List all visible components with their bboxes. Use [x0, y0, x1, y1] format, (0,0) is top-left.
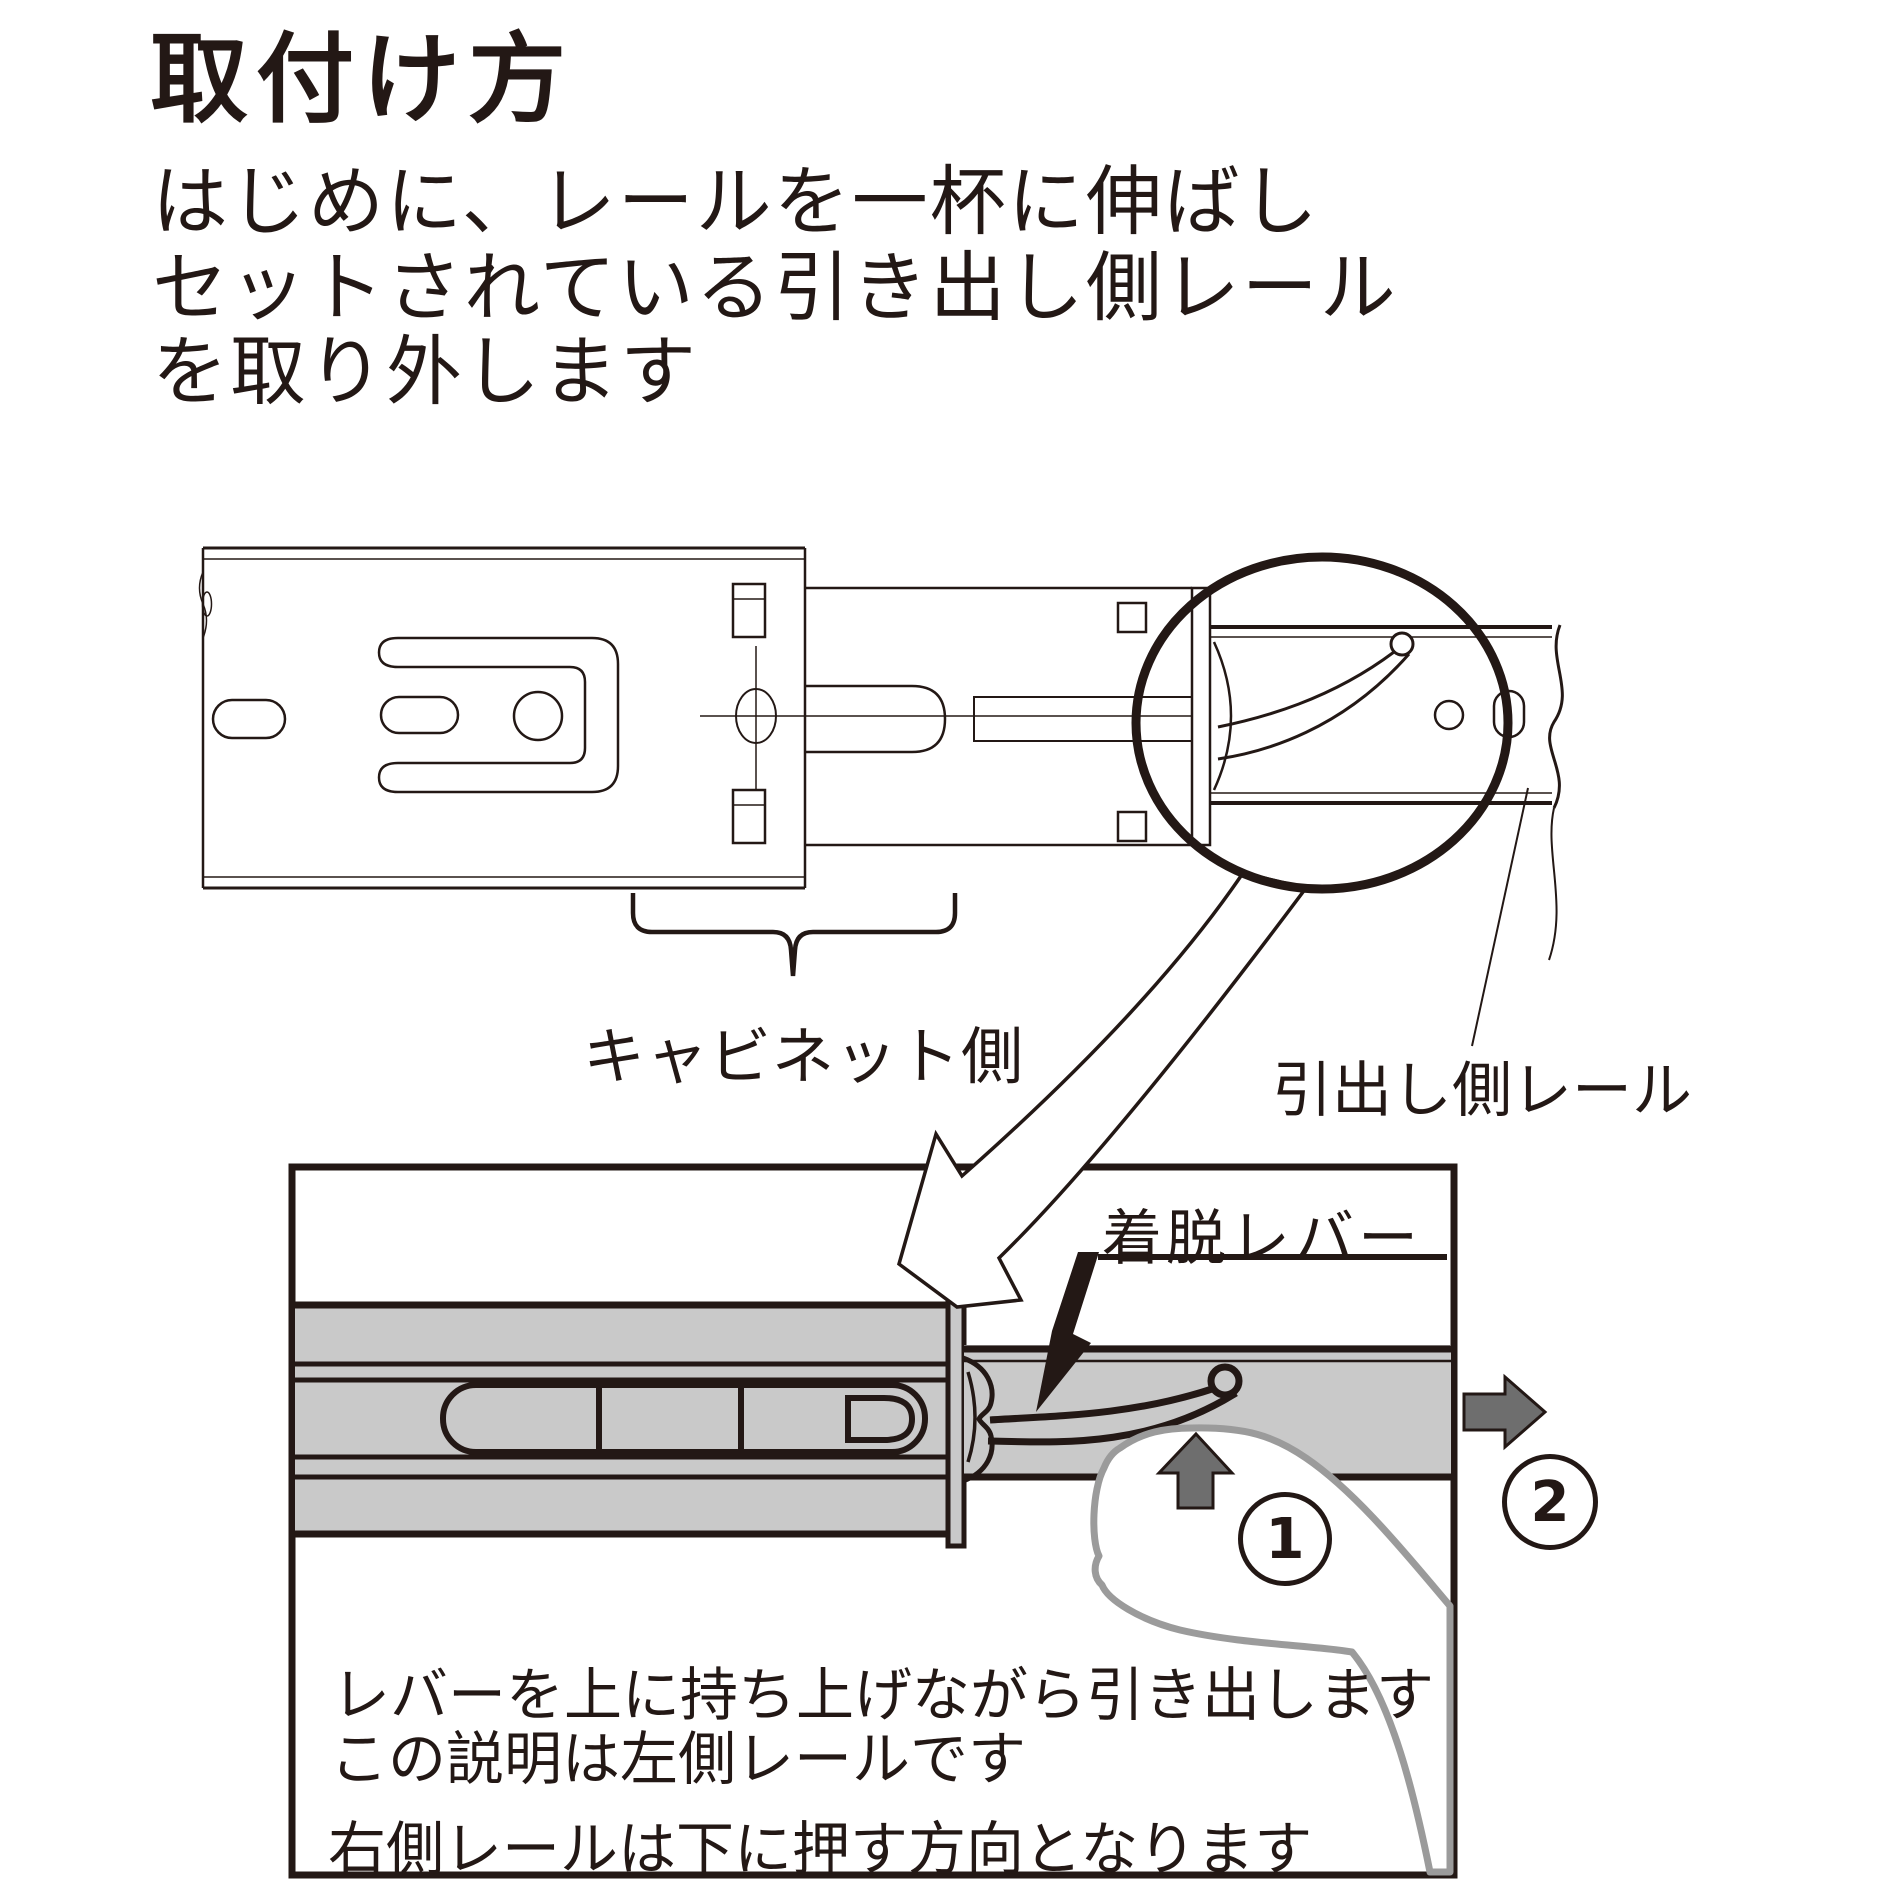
brace — [630, 893, 958, 977]
magnifier-circle — [1131, 552, 1513, 894]
step-2-badge: 2 — [1502, 1454, 1598, 1550]
callout-arrow — [896, 871, 1309, 1309]
drawer-rail-label: 引出し側レール — [1272, 1056, 1692, 1126]
page-title: 取付け方 — [150, 23, 575, 137]
detail-box — [288, 1163, 1458, 1879]
intro-line-2: セットされている引き出し側レール — [152, 243, 1398, 332]
drawer-rail — [1210, 624, 1564, 961]
detail-cabinet-rail — [295, 1289, 967, 1549]
intro-line-1: はじめに、レールを一杯に伸ばし — [152, 157, 1320, 246]
detail-lever — [987, 1363, 1243, 1446]
intro-line-3: を取り外します — [152, 327, 698, 416]
lever-label: 着脱レバー — [1102, 1204, 1422, 1274]
drawer-label-leader — [1471, 787, 1529, 1047]
note-line-2: この説明は左側レールです — [330, 1725, 1027, 1793]
note-line-3: 右側レールは下に押す方向となります — [328, 1815, 1313, 1883]
pull-arrow — [1462, 1373, 1548, 1451]
lever-pointer-arrow — [1036, 1252, 1099, 1412]
cabinet-rail — [198, 546, 1205, 890]
hand — [1090, 1424, 1454, 1876]
cabinet-side-label: キャビネット側 — [583, 1020, 1025, 1093]
lever — [1212, 631, 1415, 791]
lift-arrow — [1155, 1431, 1236, 1510]
note-line-1: レバーを上に持ち上げながら引き出します — [332, 1661, 1435, 1729]
slide-rail-drawing — [198, 546, 1564, 1047]
step-1-badge: 1 — [1238, 1492, 1332, 1586]
